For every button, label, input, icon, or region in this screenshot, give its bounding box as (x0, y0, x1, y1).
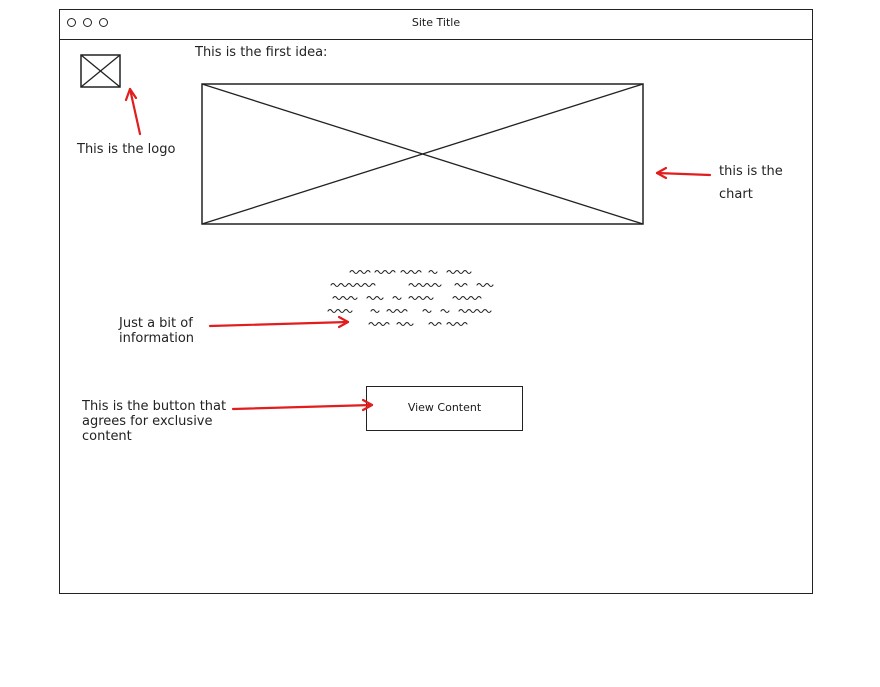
window-control-minimize[interactable] (83, 18, 92, 27)
button-annotation: This is the button that agrees for exclu… (82, 399, 226, 444)
chart-arrow-icon (655, 166, 712, 180)
title-bar: Site Title (60, 10, 812, 40)
button-arrow-icon (231, 398, 374, 412)
button-annotation-line: agrees for exclusive (82, 414, 213, 429)
info-annotation-line: information (119, 331, 195, 346)
window-control-maximize[interactable] (99, 18, 108, 27)
browser-window: Site Title (59, 9, 813, 594)
info-annotation-line: Just a bit of (119, 316, 193, 331)
idea-heading: This is the first idea: (195, 45, 328, 60)
button-annotation-line: This is the button that (82, 399, 227, 414)
logo-placeholder-icon (80, 54, 121, 88)
chart-annotation-line: chart (719, 187, 753, 202)
chart-annotation: this is the chart (719, 160, 783, 206)
logo-annotation: This is the logo (77, 142, 176, 157)
window-control-close[interactable] (67, 18, 76, 27)
site-title: Site Title (411, 16, 461, 29)
logo-arrow-icon (124, 87, 142, 136)
info-annotation: Just a bit of information (119, 316, 194, 346)
chart-placeholder (201, 83, 644, 225)
info-arrow-icon (208, 315, 350, 329)
button-annotation-line: content (82, 429, 132, 444)
info-text-scribble (327, 269, 494, 327)
chart-annotation-line: this is the (719, 164, 783, 179)
view-content-button[interactable]: View Content (366, 386, 523, 431)
